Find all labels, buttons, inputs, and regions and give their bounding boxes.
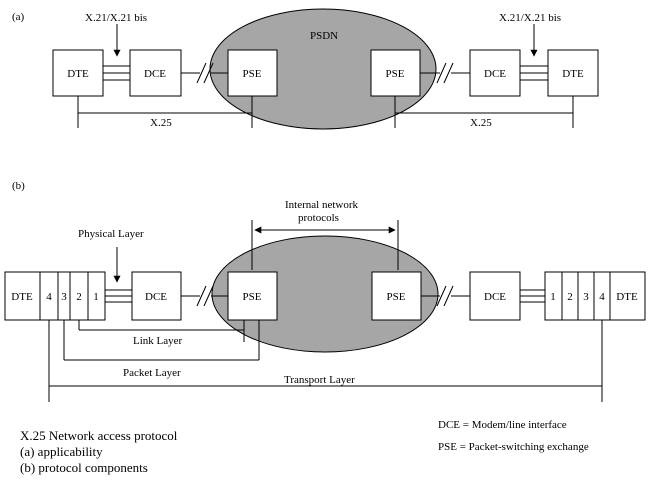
dte-label-left-b: DTE <box>11 291 33 303</box>
part-b-label: (b) <box>12 180 25 192</box>
dce-box-right-a <box>469 49 521 97</box>
x25-bracket-right <box>394 96 574 128</box>
internal-label-line1: Internal network <box>285 199 358 211</box>
dce-label-right-b: DCE <box>484 291 506 303</box>
packet-layer-bracket <box>63 320 260 361</box>
pse-label-left-a: PSE <box>243 68 262 80</box>
layer-label-right-4: 4 <box>599 291 605 303</box>
pse-box-right-a <box>370 49 421 97</box>
dce-box-right-b <box>469 271 521 321</box>
dte-box-left-a <box>52 49 104 97</box>
caption-part-a: (a) applicability <box>20 444 103 459</box>
layer-box-left-1 <box>87 271 106 321</box>
pse-box-left-b <box>227 271 278 321</box>
layer-label-left-4: 4 <box>46 291 52 303</box>
dte-label-left-a: DTE <box>67 68 89 80</box>
dce-box-left-b <box>131 271 182 321</box>
physical-layer-label: Physical Layer <box>78 228 144 240</box>
pse-label-right-b: PSE <box>387 291 406 303</box>
pse-box-left-a <box>227 49 278 97</box>
network-cloud-b <box>211 235 439 353</box>
layer-label-left-2: 2 <box>76 291 82 303</box>
dte-label-right-a: DTE <box>562 68 584 80</box>
interface-lines-left-a <box>103 65 130 81</box>
link-line-left-a <box>181 62 228 84</box>
legend: DCE = Modem/line interface PSE = Packet-… <box>438 418 589 462</box>
link-layer-label: Link Layer <box>133 335 183 347</box>
layer-label-right-2: 2 <box>567 291 573 303</box>
legend-pse: PSE = Packet-switching exchange <box>438 441 589 453</box>
layer-label-left-1: 1 <box>93 291 99 303</box>
transport-layer-bracket <box>48 320 603 402</box>
caption-title: X.25 Network access protocol <box>20 428 178 443</box>
link-line-right-b <box>420 285 470 307</box>
part-a-label: (a) <box>12 11 25 23</box>
link-line-left-b <box>181 285 228 307</box>
transport-layer-label: Transport Layer <box>284 374 355 386</box>
layer-label-right-1: 1 <box>550 291 556 303</box>
interface-label-left: X.21/X.21 bis <box>85 12 147 24</box>
dte-box-left-b <box>4 271 41 321</box>
dte-label-right-b: DTE <box>616 291 638 303</box>
interface-lines-right-b <box>520 289 545 303</box>
x25-bracket-left <box>77 96 253 128</box>
dce-box-left-a <box>129 49 182 97</box>
interface-lines-right-a <box>520 65 548 81</box>
pse-label-left-b: PSE <box>243 291 262 303</box>
x25-label-left: X.25 <box>150 117 172 129</box>
pse-box-right-b <box>371 271 422 321</box>
dce-label-left-a: DCE <box>144 68 166 80</box>
interface-lines-left-b <box>105 289 132 303</box>
packet-layer-label: Packet Layer <box>123 367 181 379</box>
legend-dce: DCE = Modem/line interface <box>438 419 567 431</box>
psdn-label: PSDN <box>310 30 338 42</box>
link-layer-bracket <box>78 320 245 342</box>
pse-label-right-a: PSE <box>386 68 405 80</box>
caption-part-b: (b) protocol components <box>20 460 148 475</box>
dte-box-right-b <box>609 271 646 321</box>
layer-label-left-3: 3 <box>61 291 67 303</box>
layer-label-right-3: 3 <box>583 291 589 303</box>
internal-label-line2: protocols <box>298 212 339 224</box>
dce-label-left-b: DCE <box>145 291 167 303</box>
link-line-right-a <box>420 62 470 84</box>
figure-caption: X.25 Network access protocol (a) applica… <box>20 428 177 476</box>
dce-label-right-a: DCE <box>484 68 506 80</box>
x25-label-right: X.25 <box>470 117 492 129</box>
interface-label-right: X.21/X.21 bis <box>499 12 561 24</box>
